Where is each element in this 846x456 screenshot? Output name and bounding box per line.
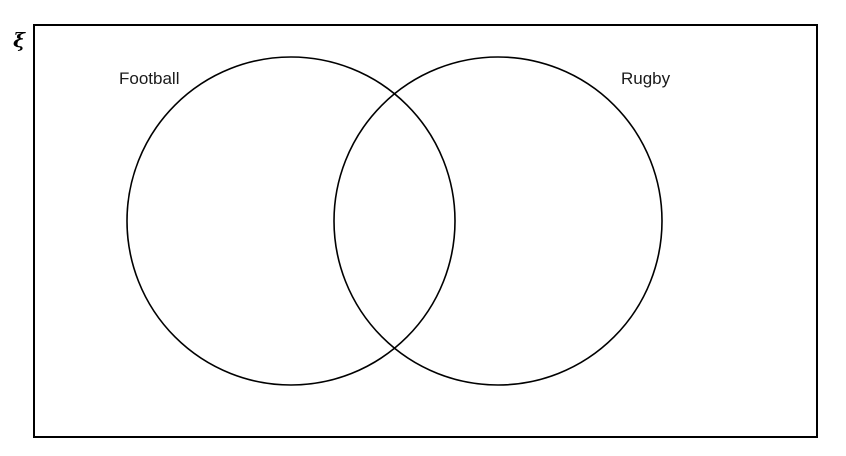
set-circle-football <box>126 56 456 386</box>
set-circle-rugby <box>333 56 663 386</box>
set-label-football: Football <box>119 69 180 88</box>
universal-set-symbol: ξ <box>13 28 25 52</box>
set-label-rugby: Rugby <box>621 69 671 88</box>
